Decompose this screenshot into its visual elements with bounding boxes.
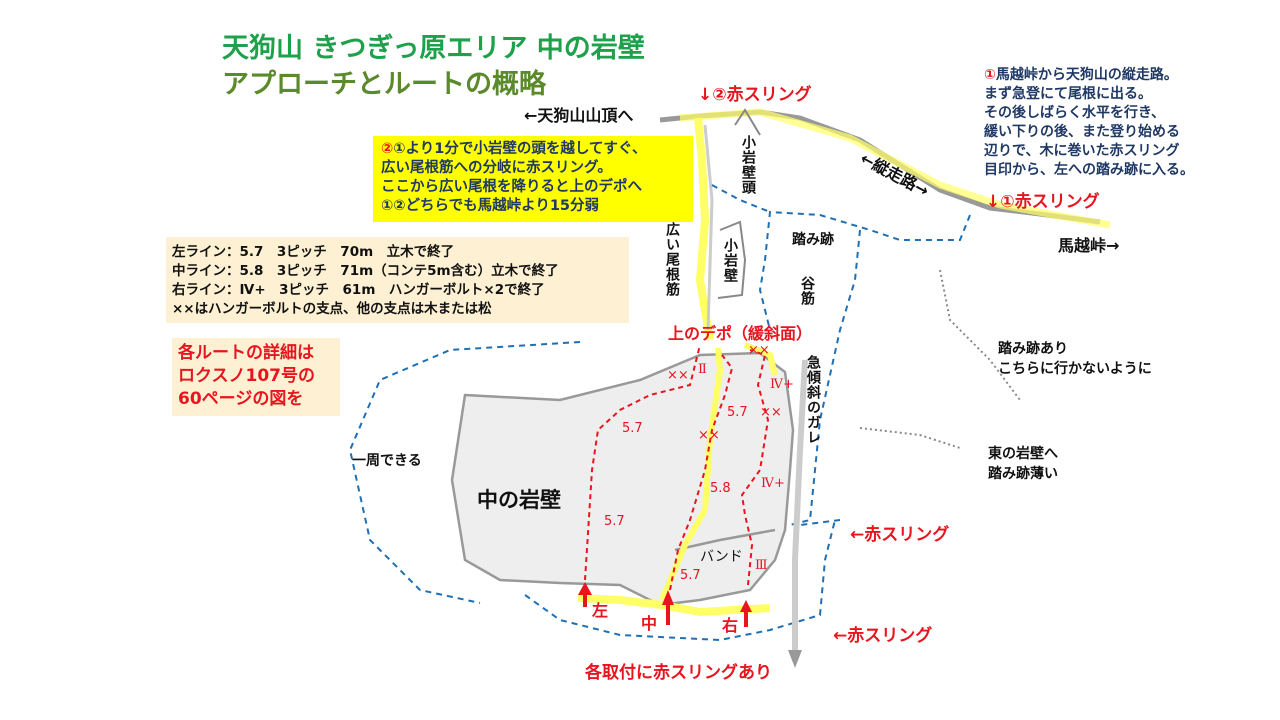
- note-mark: ①: [984, 67, 996, 83]
- wide-ridge-line: [703, 124, 714, 331]
- sling-right-upper-label: ←赤スリング: [850, 525, 950, 545]
- right-start-label: 右: [722, 616, 739, 635]
- band-label: バンド: [700, 549, 743, 565]
- scree-arrow: [788, 650, 802, 668]
- reference-line: 60ページの図を: [178, 389, 304, 409]
- east-trail-label: 踏み跡薄い: [988, 466, 1058, 482]
- yellow-note-line: 広い尾根筋への分岐に赤スリング。: [381, 160, 612, 176]
- approach-note-line: 目印から、左への踏み跡に入る。: [984, 162, 1194, 178]
- wall-name-label: 中の岩壁: [477, 488, 561, 512]
- grade-center-lower: 5.7: [680, 568, 701, 583]
- sling-right-lower-label: ←赤スリング: [833, 626, 933, 646]
- yellow-note-line: ①より1分で小岩壁の頭を越してすぐ、: [393, 141, 647, 157]
- faint-trail: [939, 269, 1021, 401]
- approach-note: ①馬越峠から天狗山の縦走路。 まず急登にて尾根に出る。 その後しばらく水平を行き…: [984, 66, 1194, 180]
- small-wall-outline: [717, 220, 747, 299]
- route-summary-bolt-note: ××はハンガーボルトの支点、他の支点は木または松: [172, 301, 492, 317]
- grade-left-lower: 5.7: [604, 514, 625, 529]
- route-summary-left: 左ライン：5.7 3ピッチ 70m 立木で終了: [172, 244, 455, 260]
- approach-note-line: まず急登にて尾根に出る。: [984, 86, 1152, 102]
- route-summary-center: 中ライン：5.8 3ピッチ 71m（コンテ5m含む）立木で終了: [172, 263, 559, 279]
- sling-2-label: ↓②赤スリング: [698, 85, 812, 105]
- grade-center-upper: 5.7: [727, 405, 748, 420]
- approach-note-line: 辺りで、木に巻いた赤スリング: [984, 143, 1180, 159]
- reference-box: 各ルートの詳細は ロクスノ107号の 60ページの図を: [172, 338, 340, 416]
- grade-left-top: Ⅱ: [698, 362, 707, 377]
- yellow-note-line: ここから広い尾根を降りると上のデポへ: [381, 179, 642, 195]
- band-line: [674, 528, 776, 552]
- reference-line: 各ルートの詳細は: [178, 343, 314, 363]
- rock-face: [450, 351, 795, 607]
- bolt-marker: ××: [698, 428, 720, 443]
- title-line-1: 天狗山 きつぎっ原エリア 中の岩壁: [222, 33, 645, 64]
- reference-line: ロクスノ107号の: [178, 366, 315, 386]
- title-line-2: アプローチとルートの概略: [222, 69, 546, 100]
- approach-note-line: 緩い下りの後、また登り始める: [984, 124, 1180, 140]
- route-summary-right: 右ライン：Ⅳ+ 3ピッチ 61m ハンガーボルト×2で終了: [172, 282, 545, 298]
- wide-ridge-label: 広い尾根筋: [664, 222, 680, 297]
- right-top-highlight: [743, 342, 778, 376]
- center-route-highlight: [659, 347, 724, 602]
- trail-label: 踏み跡: [792, 232, 834, 248]
- small-wall-label: 小岩壁: [722, 238, 738, 283]
- wide-ridge-path: [694, 117, 714, 341]
- trail-exists-label: 踏み跡あり: [998, 341, 1068, 357]
- steep-scree-line: [792, 359, 808, 660]
- start-slings-label: 各取付に赤スリングあり: [585, 663, 772, 683]
- grade-right-upper: Ⅳ+: [770, 377, 794, 392]
- sling-1-label: ↓①赤スリング: [986, 192, 1100, 212]
- upper-depot-label: 上のデポ（緩斜面）: [668, 324, 813, 343]
- approach-note-line: その後しばらく水平を行き、: [984, 105, 1166, 121]
- yellow-note-line: ①②どちらでも馬越峠より15分弱: [381, 198, 600, 214]
- climbing-routes: [584, 344, 770, 591]
- note-mark: ②: [381, 141, 394, 157]
- approach-note-line: 馬越峠から天狗山の縦走路。: [995, 67, 1178, 83]
- east-wall-label: 東の岩壁へ: [988, 446, 1058, 462]
- summit-direction-label: ←天狗山山頂へ: [524, 106, 634, 125]
- grade-right-lower: Ⅲ: [755, 558, 768, 573]
- bolt-marker: ××: [667, 368, 689, 383]
- loop-label: 一周できる: [352, 453, 422, 469]
- small-wall-head-outline: [734, 108, 761, 136]
- small-wall-head-label: 小岩壁頭: [740, 135, 756, 195]
- center-start-label: 中: [641, 614, 658, 633]
- steep-scree-label: 急傾斜のガレ: [805, 355, 821, 445]
- grade-left-upper: 5.7: [622, 421, 643, 436]
- yellow-note-box: ②①より1分で小岩壁の頭を越してすぐ、 広い尾根筋への分岐に赤スリング。 ここか…: [373, 136, 693, 222]
- route-summary-box: 左ライン：5.7 3ピッチ 70m 立木で終了 中ライン：5.8 3ピッチ 71…: [166, 237, 629, 323]
- dont-go-label: こちらに行かないように: [998, 361, 1152, 377]
- east-wall-trail: [859, 427, 961, 449]
- trail-lines: [348, 184, 971, 642]
- start-arrows: [578, 582, 752, 627]
- bolt-marker: ××: [760, 405, 782, 420]
- grade-right-mid: Ⅳ+: [761, 476, 785, 491]
- grade-center-mid: 5.8: [710, 481, 731, 496]
- left-start-label: 左: [592, 601, 609, 620]
- valley-label: 谷筋: [799, 276, 815, 306]
- bolt-marker: ××: [748, 343, 770, 358]
- umakoshi-pass-label: 馬越峠→: [1058, 236, 1120, 255]
